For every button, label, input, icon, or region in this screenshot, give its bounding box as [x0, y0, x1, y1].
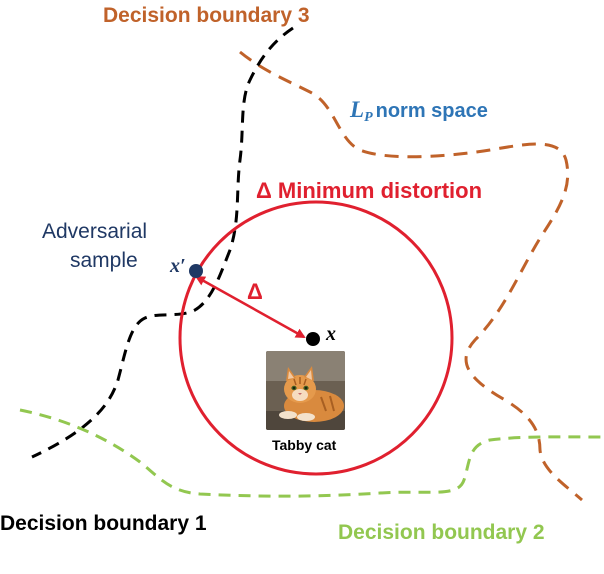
adversarial-point — [189, 264, 203, 278]
tabby-cat-photo-icon — [266, 351, 345, 430]
decision-boundary-3-curve — [239, 50, 583, 502]
original-point — [306, 332, 320, 346]
delta-arrow — [195, 276, 306, 339]
cat-caption: Tabby cat — [272, 437, 337, 453]
norm-text: norm space — [376, 100, 488, 122]
decision-boundary-2-label: Decision boundary 2 — [338, 521, 545, 544]
decision-boundary-2-curve — [19, 408, 604, 498]
x-label: x — [325, 323, 336, 345]
adversarial-label-line1: Adversarial — [42, 220, 147, 243]
distortion-circle — [178, 200, 454, 476]
adversarial-label-line2: sample — [70, 249, 138, 272]
decision-boundary-1-curve — [31, 26, 294, 459]
decision-boundary-3-label: Decision boundary 3 — [103, 4, 310, 27]
norm-symbol: L — [349, 97, 364, 122]
minimum-distortion-label: Δ Minimum distortion — [256, 178, 482, 203]
delta-label: Δ — [247, 279, 263, 304]
x-prime-label: x′ — [169, 255, 186, 277]
decision-boundary-1-label: Decision boundary 1 — [0, 512, 207, 535]
norm-subscript: P — [364, 110, 373, 125]
